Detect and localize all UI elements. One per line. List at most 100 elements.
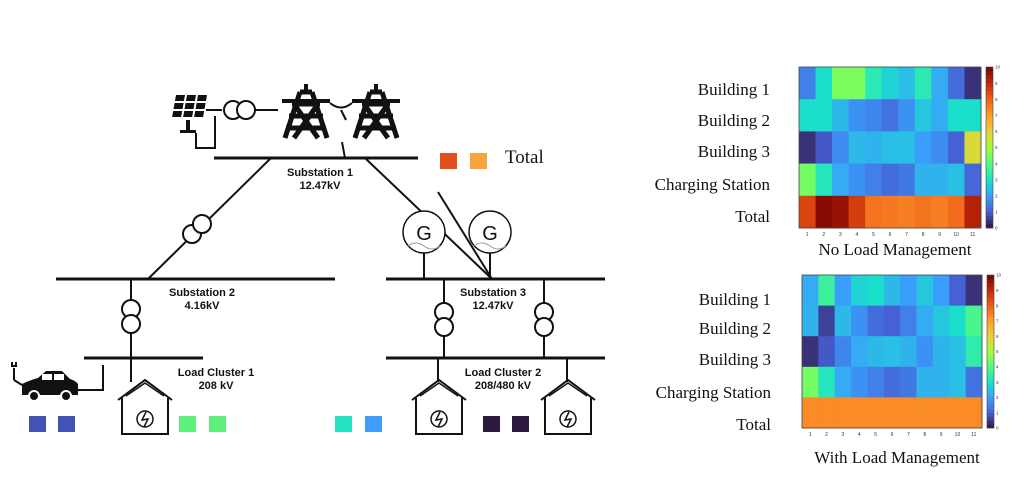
x-tick-label: 10 [953, 232, 959, 238]
colorbar-segment [987, 275, 994, 280]
heatmap-cell [799, 99, 816, 132]
heatmap-cell [898, 131, 916, 164]
transformer-icon [223, 100, 256, 120]
heatmap-cell [848, 99, 866, 132]
heatmap-cell [799, 195, 816, 229]
colorbar-tick-label: 8 [996, 303, 999, 308]
heatmap-cell [834, 336, 852, 368]
ev-car-icon [11, 362, 78, 402]
heatmap-cell [815, 195, 833, 229]
heatmap-cell [900, 305, 917, 337]
heatmap-cell [932, 366, 950, 398]
heatmap-cell [867, 397, 885, 429]
colorbar-tick-label: 2 [996, 395, 999, 400]
svg-text:G: G [416, 223, 432, 245]
heatmap-cell [931, 67, 949, 100]
colorbar-segment [986, 143, 993, 148]
heatmap-cell [883, 397, 901, 429]
heatmap-cell [851, 397, 868, 429]
heatmap-cell [916, 275, 934, 306]
generator-icon: G [468, 210, 512, 254]
colorbar-tick-label: 6 [996, 334, 999, 339]
colorbar-segment [986, 83, 993, 88]
colorbar-segment [986, 107, 993, 112]
colorbar-segment [986, 131, 993, 136]
heatmap-cell [802, 275, 819, 306]
heatmap-cell [851, 366, 868, 398]
colorbar-segment [986, 111, 993, 116]
heatmap-cell [883, 366, 901, 398]
colorbar-segment [987, 347, 994, 352]
heatmap-cell [932, 336, 950, 368]
colorbar-segment [987, 340, 994, 345]
colorbar-tick-label: 10 [996, 273, 1002, 278]
colorbar-segment [987, 397, 994, 402]
transformer-icon [121, 214, 554, 337]
heatmap-cell [818, 336, 836, 368]
ev-swatch [29, 416, 46, 432]
colorbar-segment [986, 127, 993, 132]
colorbar-tick-label: 10 [995, 65, 1001, 70]
colorbar-tick-label: 4 [996, 365, 999, 370]
row-label: Building 3 [698, 350, 771, 369]
building-2-swatch [335, 416, 352, 432]
heatmap-cell [916, 305, 934, 337]
colorbar-segment [986, 179, 993, 185]
x-tick-label: 3 [839, 232, 842, 238]
heatmap-cell [916, 366, 934, 398]
heatmap-no-load-management-labels: Building 1 Building 2 Building 3 Chargin… [600, 0, 770, 240]
colorbar-segment [986, 119, 993, 124]
heatmap-cell [965, 305, 983, 337]
heatmap-cell [851, 305, 868, 337]
colorbar-segment [986, 103, 993, 108]
colorbar-tick-label: 9 [995, 81, 998, 86]
colorbar-tick-label: 0 [996, 426, 999, 431]
heatmap-cell [900, 275, 917, 306]
heatmap-cell [914, 99, 932, 132]
building-3-swatch [512, 416, 529, 432]
colorbar-segment [986, 203, 993, 209]
colorbar-segment [987, 382, 994, 387]
heatmap-cell [851, 336, 868, 368]
heatmap-cell [834, 366, 852, 398]
colorbar-segment [986, 219, 993, 225]
colorbar-segment [986, 195, 993, 201]
colorbar-segment [986, 91, 993, 96]
colorbar-segment [986, 167, 993, 172]
row-label: Building 1 [697, 80, 770, 99]
x-tick-label: 9 [940, 432, 943, 438]
heatmap-cell [947, 99, 965, 132]
colorbar-segment [986, 183, 993, 189]
heatmap-cell [898, 163, 916, 197]
row-label: Total [736, 415, 771, 434]
heatmap-cell [914, 67, 932, 100]
house-icon [117, 378, 173, 435]
heatmap-cell [883, 275, 901, 306]
x-tick-label: 9 [938, 232, 941, 238]
heatmap-cell [834, 397, 852, 429]
house-icon [540, 378, 596, 435]
solar-panel-icon [172, 95, 207, 133]
row-label: Building 2 [698, 319, 771, 338]
colorbar-segment [987, 294, 994, 299]
colorbar-tick-label: 6 [995, 129, 998, 134]
colorbar-frame [985, 66, 994, 229]
heatmap-cell [802, 397, 819, 429]
colorbar-segment [987, 305, 994, 310]
x-tick-label: 5 [874, 432, 877, 438]
colorbar-segment [986, 163, 993, 168]
x-tick-label: 5 [872, 232, 875, 238]
x-tick-label: 10 [955, 432, 961, 438]
heatmap-cell [848, 67, 866, 100]
colorbar-segment [986, 139, 993, 144]
colorbar-segment [987, 416, 994, 421]
row-label: Charging Station [654, 175, 770, 194]
row-label: Charging Station [655, 383, 771, 402]
heatmap-cell [881, 195, 899, 229]
colorbar-segment [986, 87, 993, 92]
heatmap-cell [914, 163, 932, 197]
heatmap-cell [965, 275, 983, 306]
heatmap-cell [883, 305, 901, 337]
heatmap-frame [798, 66, 982, 229]
colorbar-tick-label: 8 [995, 97, 998, 102]
